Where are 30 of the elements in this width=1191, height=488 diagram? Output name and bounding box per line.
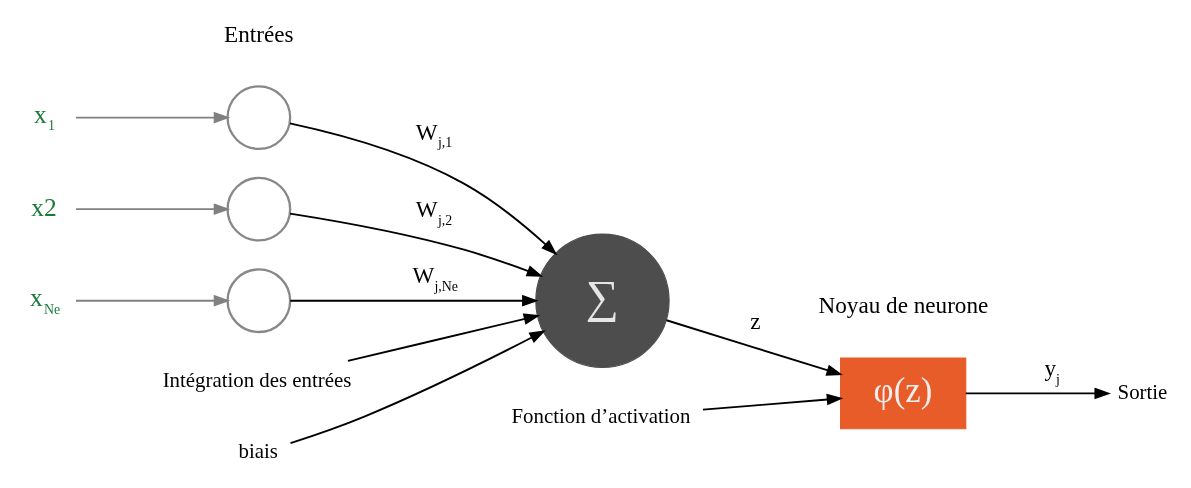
arrow [964, 387, 1111, 399]
node-text: biais [238, 438, 278, 463]
arrow [288, 122, 558, 255]
arrow [289, 294, 539, 306]
node-text: Intégration des entrées [162, 367, 352, 392]
label: Entrées [224, 20, 294, 47]
arrow [75, 294, 231, 306]
node-circle [226, 267, 292, 333]
edge-label: W$_{j,Ne}$ [412, 261, 458, 294]
node-circle: ∑ [535, 233, 670, 368]
label: Noyau de neurone [818, 291, 989, 318]
edge-label: y$_{j}$ [1044, 354, 1060, 387]
node-text: x$_{Ne}$ [30, 282, 61, 317]
arrow [702, 393, 844, 411]
edge-label: W$_{j,1}$ [415, 118, 453, 150]
node-text: x$_{1}$ [34, 99, 55, 133]
edge-label: W$_{j,2}$ [415, 195, 453, 228]
arrow [75, 111, 231, 123]
node-text: Fonction d’activation [511, 403, 691, 428]
arrow [75, 202, 231, 215]
arrow [665, 318, 843, 376]
arrow [289, 212, 544, 277]
edge-label: z [750, 307, 761, 334]
node-circle [226, 176, 292, 242]
arrow [289, 329, 546, 444]
node-text: x2 [31, 192, 57, 222]
node-text: Sortie [1117, 379, 1168, 404]
node-box: φ(z) [840, 357, 967, 429]
arrow [347, 312, 541, 362]
node-circle [226, 84, 292, 150]
